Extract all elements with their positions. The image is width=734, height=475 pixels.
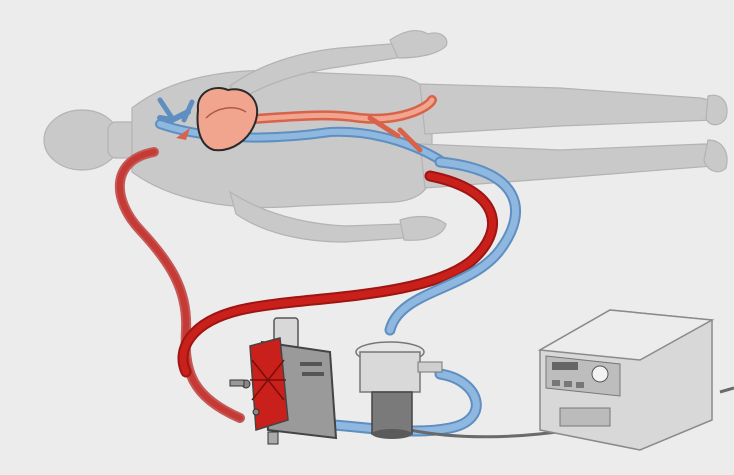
patient-foot-upper	[706, 95, 727, 125]
